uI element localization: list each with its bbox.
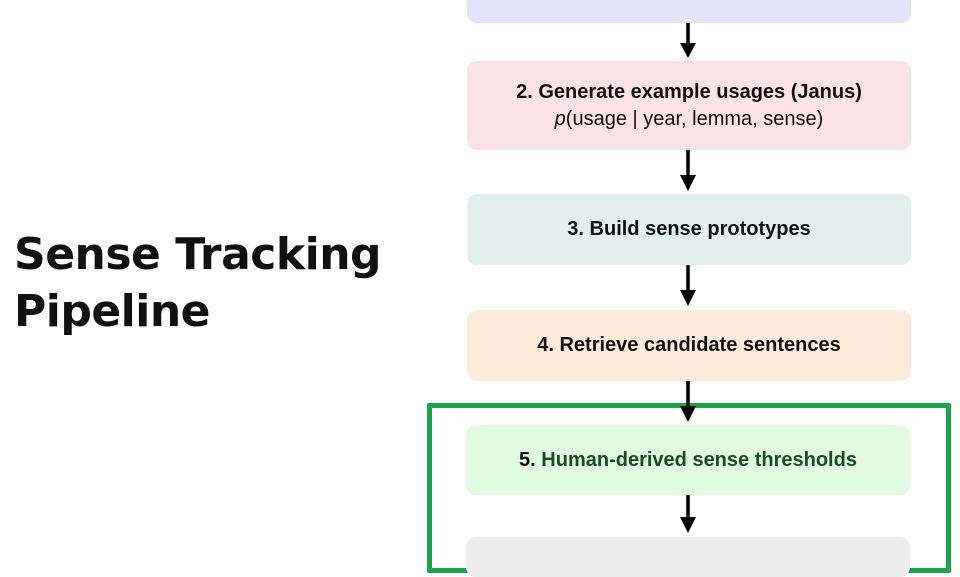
arrow-4-to-5 bbox=[680, 381, 696, 422]
step-6-box bbox=[466, 537, 910, 577]
formula-p: p bbox=[554, 108, 566, 130]
arrow-3-to-4 bbox=[680, 265, 696, 306]
step-5-label: 5. Human-derived sense thresholds bbox=[519, 447, 857, 474]
arrow-5-to-6 bbox=[680, 495, 696, 533]
formula-rest: (usage | year, lemma, sense) bbox=[565, 108, 824, 130]
step-3-box: 3. Build sense prototypes bbox=[467, 194, 911, 265]
step-5-box: 5. Human-derived sense thresholds bbox=[466, 425, 910, 495]
step-4-label: 4. Retrieve candidate sentences bbox=[537, 334, 841, 356]
step-5-number: 5. bbox=[519, 448, 536, 471]
step-2-formula: p(usage | year, lemma, sense) bbox=[555, 106, 824, 132]
step-2-box: 2. Generate example usages (Janus) p(usa… bbox=[467, 61, 911, 150]
step-2-label: 2. Generate example usages (Janus) bbox=[516, 81, 862, 103]
step-1-box bbox=[467, 0, 911, 23]
flow-arrows bbox=[680, 23, 696, 533]
title-line-1: Sense Tracking bbox=[14, 229, 382, 280]
title-line-2: Pipeline bbox=[14, 286, 211, 337]
arrow-1-to-2 bbox=[680, 23, 696, 58]
step-5-text: Human-derived sense thresholds bbox=[541, 448, 857, 471]
step-3-label: 3. Build sense prototypes bbox=[567, 218, 811, 240]
step-4-box: 4. Retrieve candidate sentences bbox=[467, 310, 911, 381]
arrow-2-to-3 bbox=[680, 150, 696, 191]
pipeline-title: Sense Tracking Pipeline bbox=[14, 226, 382, 340]
